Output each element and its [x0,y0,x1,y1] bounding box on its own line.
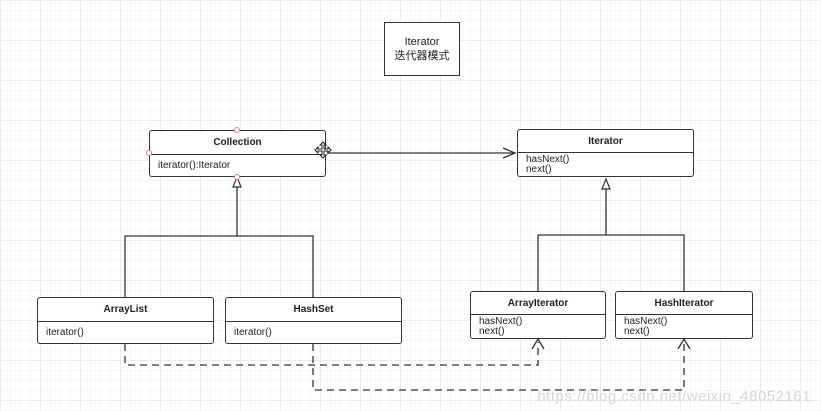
class-iterator-method-1: hasNext() [526,154,570,165]
class-hashiterator-method-2: next() [624,326,650,337]
dependency-arraylist-line[interactable] [124,342,539,366]
dependency-hashset-line[interactable] [312,342,685,391]
class-collection-method: iterator():Iterator [158,160,231,171]
class-arraylist-method: iterator() [46,327,84,338]
class-hashiterator-name: HashIterator [616,292,752,315]
move-cursor-icon [314,141,332,159]
class-hashset-name: HashSet [226,298,401,322]
class-collection[interactable]: Collection iterator():Iterator [149,130,326,177]
watermark-text: https://blog.csdn.net/weixin_48052161 [537,388,811,405]
class-hashiterator[interactable]: HashIterator hasNext() next() [615,291,753,339]
note-subtitle: 迭代器模式 [394,50,450,62]
title-note[interactable]: Iterator 迭代器模式 [384,22,460,76]
class-hashiterator-method-1: hasNext() [624,316,668,327]
class-arraylist-name: ArrayList [38,298,213,322]
inherit-iterators-line[interactable] [537,234,685,291]
selection-handle-bottom[interactable] [234,174,240,180]
selection-handle-left[interactable] [146,150,152,156]
selection-handle-top[interactable] [234,127,240,133]
inherit-arrowhead-iterator [601,177,611,190]
class-hashset-method: iterator() [234,327,272,338]
class-arrayiterator-method-2: next() [479,326,505,337]
note-title: Iterator [404,36,440,48]
dependency-arraylist-arrowhead [531,337,545,350]
dependency-hashset-arrowhead [677,337,691,350]
class-collection-name: Collection [150,131,325,155]
class-iterator[interactable]: Iterator hasNext() next() [517,129,694,177]
class-iterator-method-2: next() [526,164,552,175]
class-arrayiterator[interactable]: ArrayIterator hasNext() next() [470,291,606,339]
class-arrayiterator-method-1: hasNext() [479,316,523,327]
class-iterator-name: Iterator [518,130,693,153]
class-hashset[interactable]: HashSet iterator() [225,297,402,344]
class-arrayiterator-name: ArrayIterator [471,292,605,315]
association-arrowhead [502,147,517,159]
class-arraylist[interactable]: ArrayList iterator() [37,297,214,344]
inherit-arraylist-line[interactable] [124,235,314,297]
inherit-arrowhead-collection [232,175,242,188]
